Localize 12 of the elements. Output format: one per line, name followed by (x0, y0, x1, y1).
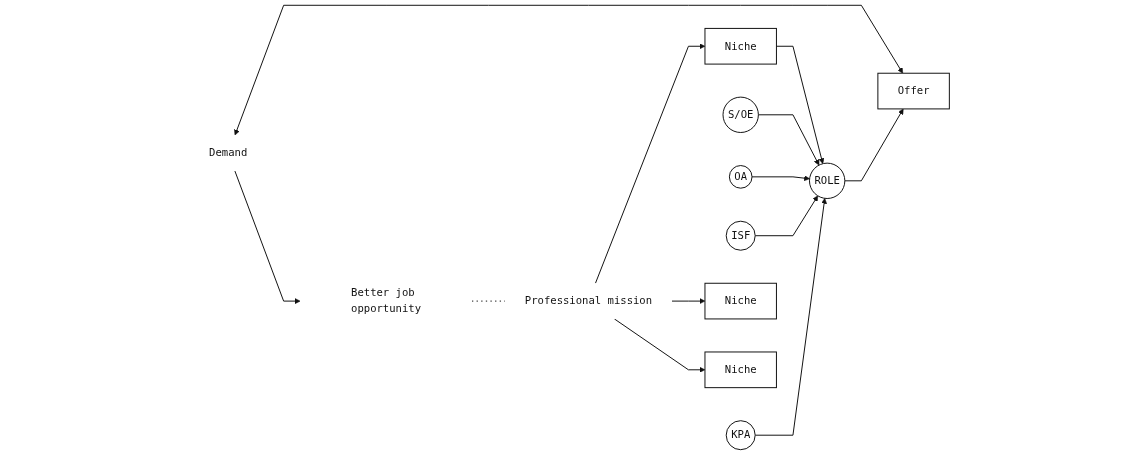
node-text: Professional mission (524, 294, 652, 308)
node-circle: ISF (725, 220, 756, 251)
node-box: Niche (704, 351, 777, 389)
node-box: Niche (704, 282, 777, 320)
node-box: Niche (704, 27, 777, 65)
node-circle: KPA (725, 420, 756, 451)
node-text: Demand (208, 146, 247, 160)
node-circle: S/OE (722, 96, 759, 133)
node-box: Offer (877, 72, 950, 110)
node-text: Better job opportunity (350, 286, 421, 315)
node-circle: OA (728, 165, 753, 189)
node-circle: ROLE (808, 162, 845, 199)
